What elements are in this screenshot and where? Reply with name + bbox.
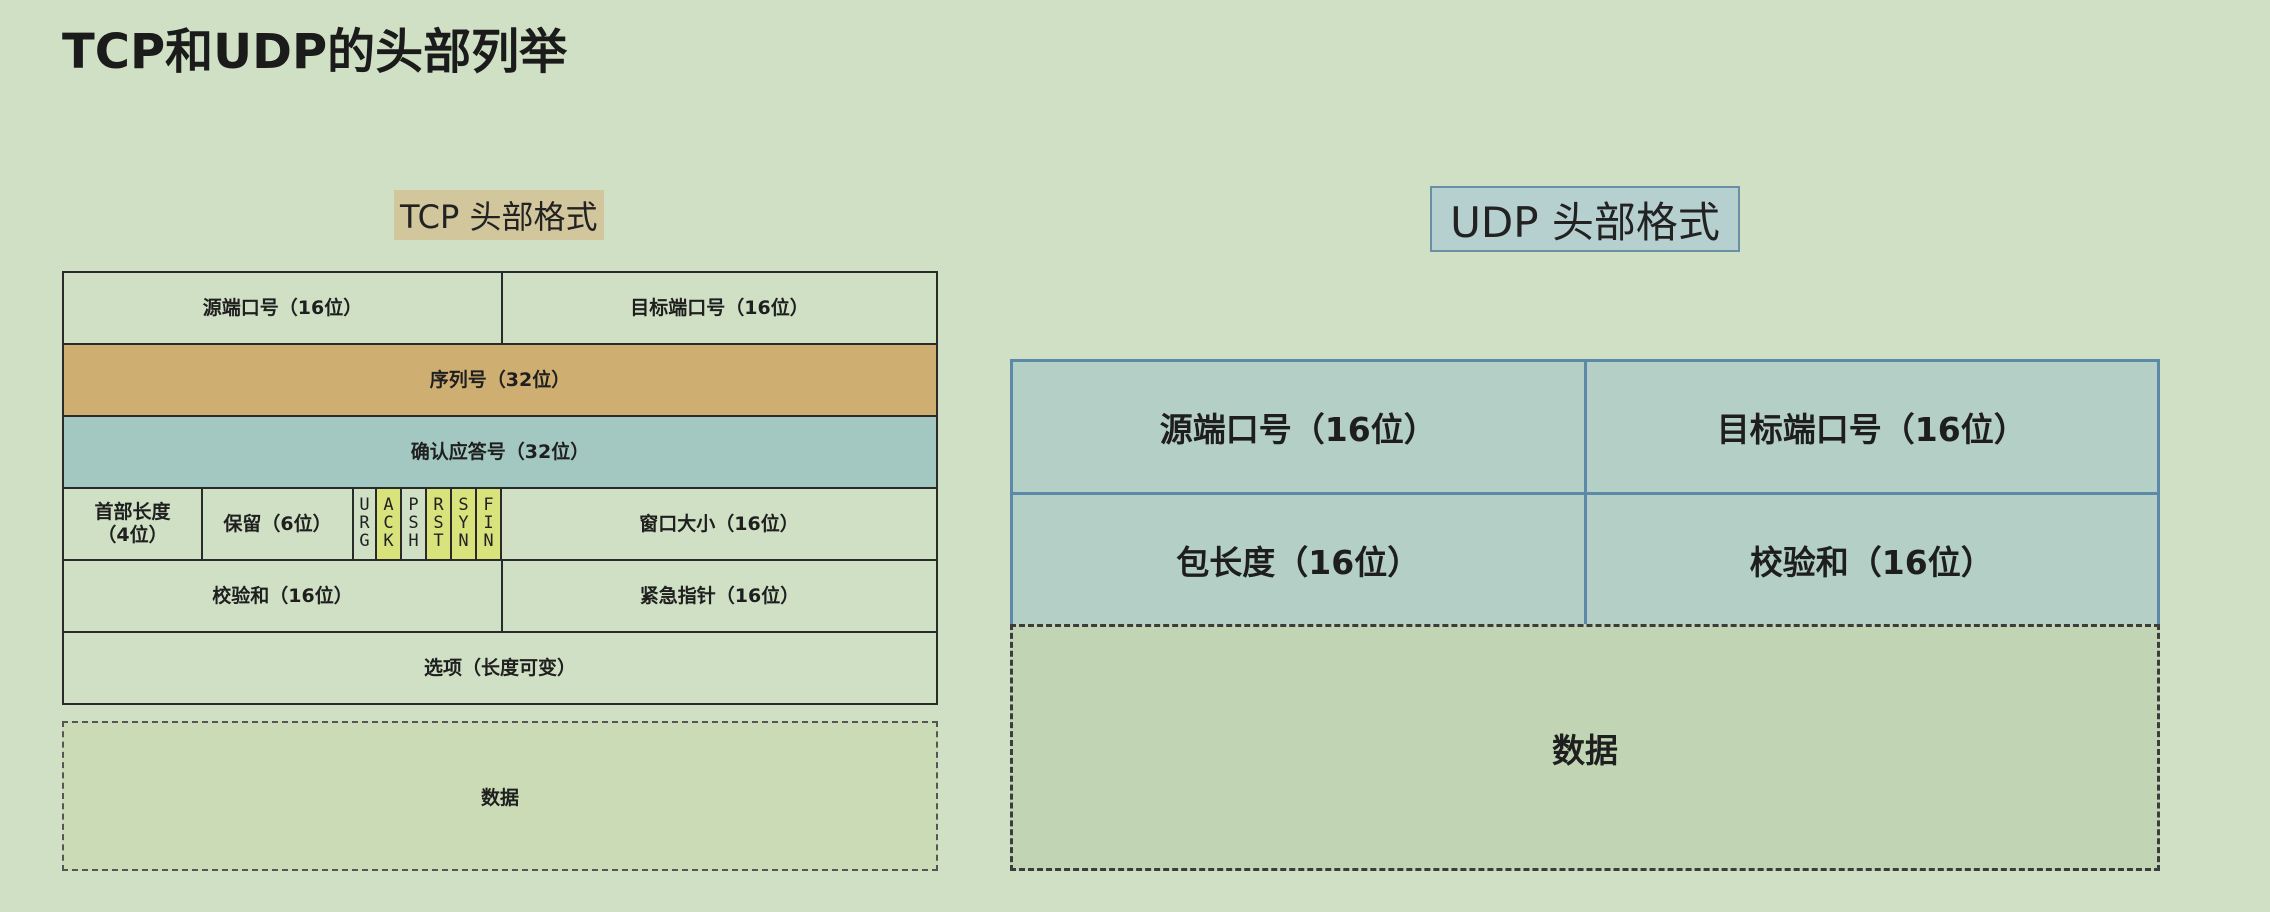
tcp-options-cell: 选项（长度可变） (423, 656, 576, 679)
udp-data-area: 数据 (1010, 624, 2160, 871)
udp-heading: UDP 头部格式 (1430, 186, 1740, 252)
udp-dst-port-cell: 目标端口号（16位） (1583, 362, 2158, 492)
tcp-header-length-label: 首部长度 (94, 501, 171, 524)
tcp-header-length-bits: （4位） (97, 524, 168, 546)
udp-row-ports: 源端口号（16位） 目标端口号（16位） (1013, 362, 2157, 492)
udp-header-table: 源端口号（16位） 目标端口号（16位） 包长度（16位） 校验和（16位） (1010, 359, 2160, 628)
tcp-ack-cell: 确认应答号（32位） (410, 440, 590, 463)
tcp-checksum-cell: 校验和（16位） (212, 584, 353, 607)
udp-checksum-cell: 校验和（16位） (1583, 495, 2158, 625)
tcp-urgent-pointer-cell: 紧急指针（16位） (501, 561, 936, 631)
tcp-data-area: 数据 (62, 721, 938, 871)
tcp-dst-port-cell: 目标端口号（16位） (501, 273, 936, 343)
tcp-seq-cell: 序列号（32位） (429, 368, 571, 391)
tcp-header-length-cell: 首部长度 （4位） (64, 489, 201, 559)
udp-src-port-cell: 源端口号（16位） (1159, 410, 1437, 449)
tcp-reserved-cell: 保留（6位） (201, 489, 352, 559)
tcp-row-checksum: 校验和（16位） 紧急指针（16位） (62, 559, 938, 631)
tcp-src-port-cell: 源端口号（16位） (202, 296, 363, 319)
tcp-header-table: 源端口号（16位） 目标端口号（16位） 序列号（32位） 确认应答号（32位）… (62, 271, 938, 705)
tcp-window-cell: 窗口大小（16位） (639, 512, 799, 535)
tcp-row-seq: 序列号（32位） (62, 343, 938, 415)
tcp-heading: TCP 头部格式 (394, 190, 604, 240)
udp-row-length: 包长度（16位） 校验和（16位） (1013, 492, 2157, 625)
udp-length-cell: 包长度（16位） (1176, 543, 1421, 582)
tcp-row-ack: 确认应答号（32位） (62, 415, 938, 487)
tcp-row-options: 选项（长度可变） (62, 631, 938, 705)
page-title: TCP和UDP的头部列举 (62, 24, 568, 80)
tcp-row-ports: 源端口号（16位） 目标端口号（16位） (62, 271, 938, 343)
